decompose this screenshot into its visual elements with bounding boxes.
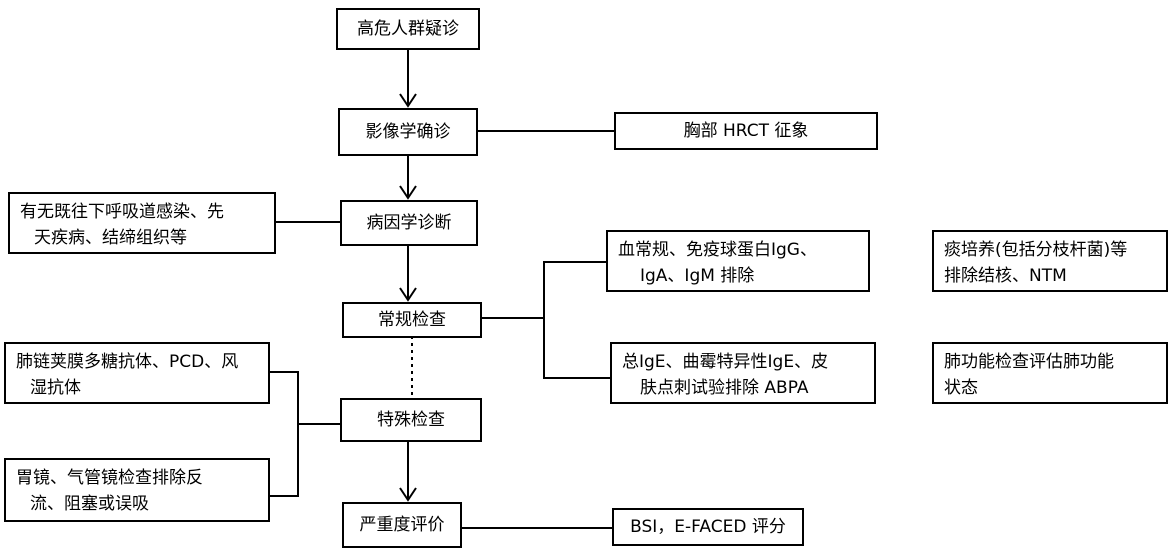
high-risk-suspected-box: 高危人群疑诊 — [336, 8, 480, 50]
history-line1: 有无既往下呼吸道感染、先 — [20, 202, 224, 222]
severity-label: 严重度评价 — [359, 515, 445, 535]
severity-evaluation-box: 严重度评价 — [342, 502, 462, 548]
abpa-line1: 总IgE、曲霉特异性IgE、皮 — [622, 352, 829, 372]
abpa-line2: 肤点刺试验排除 ABPA — [640, 378, 809, 398]
abpa-box: 总IgE、曲霉特异性IgE、皮 肤点刺试验排除 ABPA — [610, 342, 876, 404]
hrct-label: 胸部 HRCT 征象 — [683, 121, 809, 141]
etiology-label: 病因学诊断 — [366, 213, 452, 233]
blood-line1: 血常规、免疫球蛋白IgG、 — [618, 240, 817, 260]
history-box: 有无既往下呼吸道感染、先 天疾病、结缔组织等 — [8, 192, 276, 254]
bracket-routine-tests — [543, 261, 610, 379]
scope-line1: 胃镜、气管镜检查排除反 — [16, 468, 203, 488]
blood-line2: IgA、IgM 排除 — [640, 266, 755, 286]
endoscopy-box: 胃镜、气管镜检查排除反 流、阻塞或误吸 — [4, 458, 270, 522]
special-label: 特殊检查 — [377, 410, 445, 430]
hrct-sign-box: 胸部 HRCT 征象 — [614, 112, 878, 150]
etiology-diagnosis-box: 病因学诊断 — [340, 200, 478, 246]
lung-line1: 肺功能检查评估肺功能 — [944, 352, 1114, 372]
pcd-line2: 湿抗体 — [30, 378, 81, 398]
blood-routine-box: 血常规、免疫球蛋白IgG、 IgA、IgM 排除 — [606, 230, 870, 292]
routine-exam-box: 常规检查 — [342, 302, 482, 338]
lung-line2: 状态 — [944, 378, 978, 398]
special-exam-box: 特殊检查 — [340, 398, 482, 442]
scope-line2: 流、阻塞或误吸 — [30, 494, 149, 514]
imaging-confirmed-box: 影像学确诊 — [338, 108, 478, 156]
imaging-label: 影像学确诊 — [365, 122, 451, 142]
score-box: BSI，E-FACED 评分 — [612, 508, 804, 546]
lung-function-box: 肺功能检查评估肺功能 状态 — [932, 342, 1168, 404]
sputum-line1: 痰培养(包括分枝杆菌)等 — [944, 240, 1128, 260]
routine-label: 常规检查 — [378, 310, 446, 330]
high-risk-label: 高危人群疑诊 — [357, 19, 459, 39]
score-label: BSI，E-FACED 评分 — [630, 517, 786, 537]
sputum-culture-box: 痰培养(包括分枝杆菌)等 排除结核、NTM — [932, 230, 1168, 292]
sputum-line2: 排除结核、NTM — [944, 266, 1067, 286]
pcd-line1: 肺链荚膜多糖抗体、PCD、风 — [16, 352, 239, 372]
history-line2: 天疾病、结缔组织等 — [34, 228, 187, 248]
pcd-antibody-box: 肺链荚膜多糖抗体、PCD、风 湿抗体 — [4, 342, 270, 404]
bracket-special-tests — [270, 371, 299, 497]
